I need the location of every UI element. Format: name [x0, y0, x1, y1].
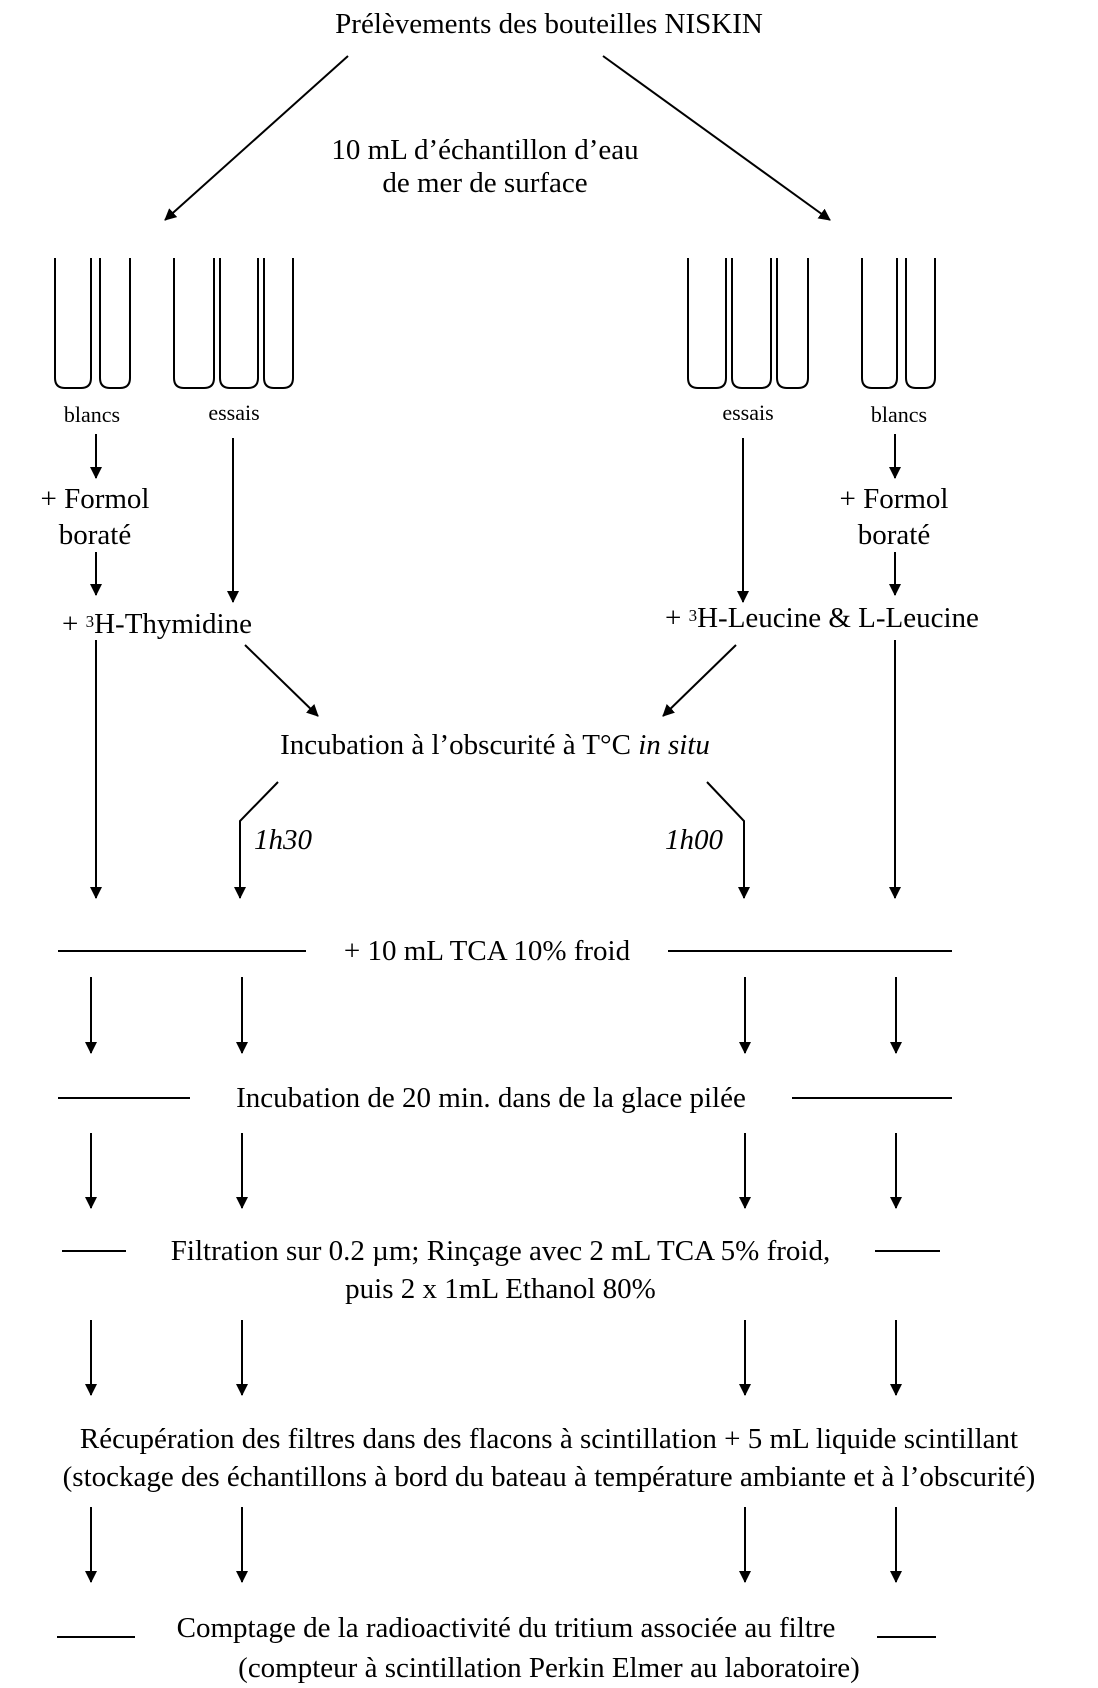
arrow-thymidine-to-incubation: [244, 644, 319, 717]
arrow-leucine-to-incubation: [662, 644, 737, 717]
incubation-dark-italic: in situ: [638, 729, 710, 761]
incubation-dark-text: Incubation à l’obscurité à T°C: [280, 729, 639, 761]
step-counting-line2: (compteur à scintillation Perkin Elmer a…: [238, 1652, 860, 1684]
step-ice: Incubation de 20 min. dans de la glace p…: [236, 1082, 746, 1114]
step-recovery-line1: Récupération des filtres dans des flacon…: [79, 1423, 1019, 1455]
thymidine-prefix: +: [62, 608, 86, 640]
tubes-right-assays: [687, 258, 809, 389]
tube-label-left-blanks: blancs: [63, 402, 121, 427]
step-tca: + 10 mL TCA 10% froid: [343, 935, 631, 967]
arrow-to-right-tubes: [602, 55, 831, 221]
sample-label-line2: de mer de surface: [382, 167, 588, 199]
step-filtration-line1: Filtration sur 0.2 µm; Rinçage avec 2 mL…: [170, 1235, 831, 1267]
incubation-dark-label: Incubation à l’obscurité à T°C in situ: [195, 728, 795, 762]
time-leucine: 1h00: [665, 824, 723, 856]
step-recovery-line2: (stockage des échantillons à bord du bat…: [62, 1461, 1036, 1493]
leucine-name: H-Leucine & L-Leucine: [697, 602, 979, 634]
step-counting-line1: Comptage de la radioactivité du tritium …: [176, 1612, 836, 1644]
thymidine-isotope-superscript: 3: [85, 612, 95, 631]
time-thymidine: 1h30: [254, 824, 312, 856]
leucine-label: + 3H-Leucine & L-Leucine: [665, 601, 979, 635]
arrow-1h30: [234, 781, 279, 899]
tubes-right-blanks: [861, 258, 936, 389]
formol-left-line1: + Formol: [40, 483, 150, 515]
sample-label-line1: 10 mL d’échantillon d’eau: [331, 134, 639, 166]
tubes-left-assays: [173, 258, 294, 389]
tube-label-left-assays: essais: [208, 400, 260, 425]
tube-label-right-assays: essais: [722, 400, 774, 425]
leucine-isotope-superscript: 3: [688, 606, 698, 625]
tubes-left-blanks: [54, 258, 131, 389]
leucine-prefix: +: [665, 602, 689, 634]
formol-right-line2: boraté: [857, 519, 931, 551]
formol-right-line1: + Formol: [839, 483, 949, 515]
step-filtration-line2: puis 2 x 1mL Ethanol 80%: [345, 1273, 656, 1305]
page-title: Prélèvements des bouteilles NISKIN: [335, 8, 763, 40]
thymidine-name: H-Thymidine: [94, 608, 252, 640]
tube-label-right-blanks: blancs: [870, 402, 928, 427]
thymidine-label: + 3H-Thymidine: [62, 607, 252, 641]
formol-left-line2: boraté: [58, 519, 132, 551]
arrow-1h00: [706, 781, 750, 899]
arrow-to-left-tubes: [164, 55, 349, 221]
